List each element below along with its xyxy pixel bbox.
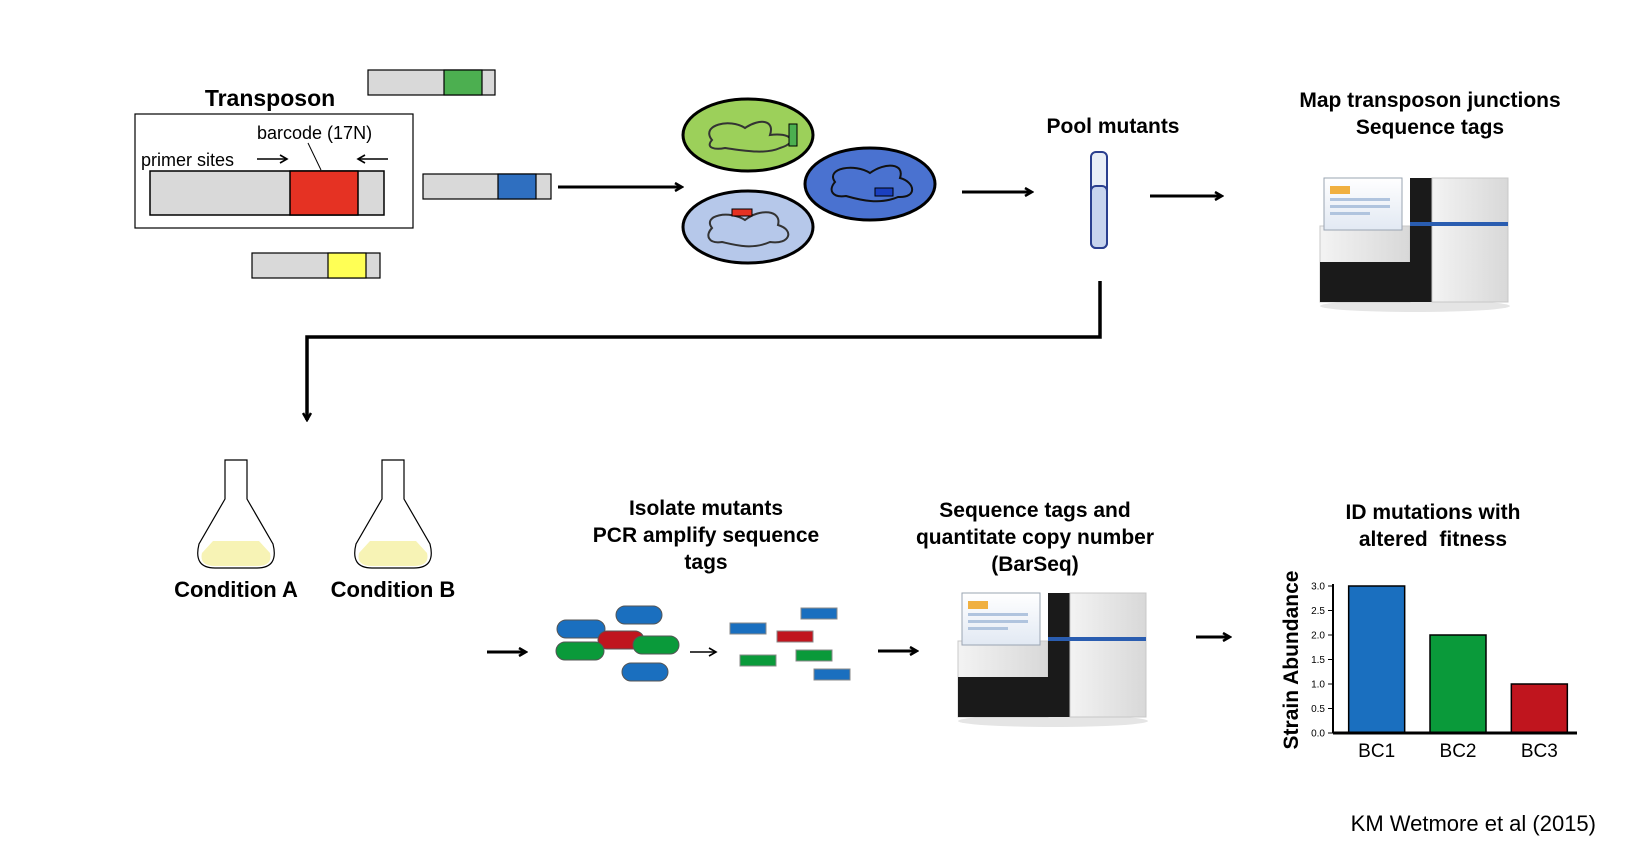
chart-bar-bc3 [1510, 683, 1569, 734]
citation: KM Wetmore et al (2015) [1351, 811, 1596, 836]
chart-bar-bc1 [1347, 585, 1406, 734]
chart-bar-bc2 [1429, 634, 1487, 734]
tag-yellow [251, 252, 381, 279]
chart-y-tick-label: 1.5 [1311, 655, 1325, 666]
strain-abundance-chart: Strain Abundance 0.0 0.5 1.0 1.5 2.0 2.5 3.0 B… [1280, 571, 1577, 762]
chart-y-tick-label: 0.5 [1311, 704, 1325, 715]
tag-green [367, 69, 496, 96]
chart-x-tick-label: BC2 [1440, 741, 1477, 762]
barcode-segment [289, 170, 359, 216]
chart-y-tick-label: 3.0 [1311, 582, 1325, 593]
pool-tube-icon [1090, 151, 1108, 249]
barcode-pointer [307, 142, 322, 171]
map-step-line2: Sequence tags [1356, 116, 1504, 139]
isolated-cells-group [555, 605, 680, 682]
flask-a-icon [197, 459, 275, 569]
barcode-label: barcode (17N) [257, 123, 372, 143]
cell-green [681, 97, 815, 173]
pool-title: Pool mutants [1046, 115, 1179, 138]
condition-b-label: Condition B [331, 577, 456, 602]
barseq-step-line1: Sequence tags and [939, 499, 1130, 522]
isolate-step-line2: PCR amplify sequence [593, 524, 819, 547]
isolate-step-line3: tags [684, 551, 727, 574]
barseq-step-line2: quantitate copy number [916, 526, 1154, 549]
map-step-line1: Map transposon junctions [1299, 89, 1560, 112]
id-step-line2: altered fitness [1359, 528, 1507, 551]
flask-b-icon [354, 459, 432, 569]
sequencer-icon [957, 592, 1148, 727]
transposon-title: Transposon [205, 85, 335, 111]
chart-y-tick-label: 2.5 [1311, 606, 1325, 617]
connector-to-conditions [307, 281, 1102, 420]
cell-blue [803, 146, 937, 222]
condition-a-label: Condition A [174, 577, 298, 602]
chart-y-axis-label: Strain Abundance [1280, 571, 1303, 750]
chart-y-tick-label: 2.0 [1311, 631, 1325, 642]
chart-y-tick-label: 0.0 [1311, 729, 1325, 740]
isolate-step-line1: Isolate mutants [629, 497, 783, 520]
id-step-line1: ID mutations with [1346, 501, 1521, 524]
primer-sites-label: primer sites [141, 150, 234, 170]
transposon-construct [149, 170, 385, 216]
chart-y-tick-label: 1.0 [1311, 680, 1325, 691]
barseq-step-line3: (BarSeq) [991, 553, 1079, 576]
sequencer-icon [1319, 177, 1510, 312]
cell-light-blue [681, 189, 815, 265]
amplified-tags-group [729, 607, 851, 681]
chart-x-tick-label: BC3 [1521, 741, 1558, 762]
tag-blue [422, 173, 552, 200]
chart-x-tick-label: BC1 [1358, 741, 1395, 762]
